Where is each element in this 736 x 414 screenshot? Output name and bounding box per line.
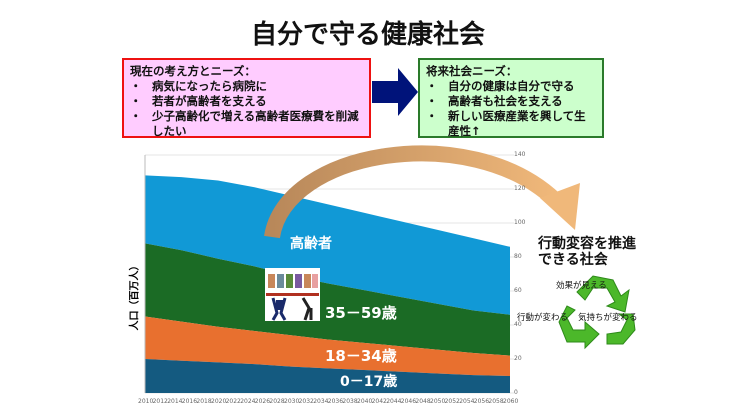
label-35-59: 35－59歳 <box>325 304 397 322</box>
y-tick-label: 120 <box>514 185 526 192</box>
list-item: 少子高齢化で増える高齢者医療費を削減したい <box>130 109 363 139</box>
cycle-top-label: 効果が見える <box>556 281 607 291</box>
label-0-17: 0－17歳 <box>340 374 398 390</box>
elderly-support-illustration <box>265 268 320 321</box>
y-tick-label: 40 <box>514 321 522 328</box>
x-tick-label: 2028 <box>269 398 285 405</box>
x-tick-label: 2018 <box>196 398 212 405</box>
list-item: 高齢者も社会を支える <box>426 94 596 109</box>
list-item: 病気になったら病院に <box>130 79 363 94</box>
x-tick-label: 2012 <box>152 398 168 405</box>
y-tick-label: 0 <box>514 389 518 396</box>
y-tick-label: 140 <box>514 151 526 158</box>
area-series <box>145 243 510 356</box>
x-tick-label: 2058 <box>488 398 504 405</box>
x-tick-label: 2024 <box>240 398 256 405</box>
area-series <box>145 359 510 393</box>
x-tick-label: 2014 <box>167 398 183 405</box>
label-elderly: 高齢者 <box>290 236 332 252</box>
x-tick-label: 2060 <box>503 398 519 405</box>
x-tick-label: 2030 <box>284 398 300 405</box>
page-title: 自分で守る健康社会 <box>250 20 485 50</box>
x-tick-label: 2032 <box>298 398 314 405</box>
y-tick-label: 100 <box>514 219 526 226</box>
current-needs-box: 現在の考え方とニーズ： 病気になったら病院に 若者が高齢者を支える 少子高齢化で… <box>122 58 371 138</box>
x-tick-label: 2026 <box>254 398 271 405</box>
x-tick-label: 2054 <box>459 398 475 405</box>
x-tick-label: 2010 <box>138 398 154 405</box>
goal-line-2: できる社会 <box>538 252 608 268</box>
x-tick-label: 2040 <box>357 398 373 405</box>
y-tick-label: 20 <box>514 355 522 362</box>
x-tick-label: 2050 <box>430 398 446 405</box>
list-item: 新しい医療産業を興して生産性↑ <box>426 109 596 139</box>
x-tick-label: 2042 <box>371 398 387 405</box>
x-tick-label: 2056 <box>473 398 490 405</box>
x-tick-label: 2016 <box>181 398 198 405</box>
future-needs-box: 将来社会ニーズ： 自分の健康は自分で守る 高齢者も社会を支える 新しい医療産業を… <box>418 58 604 138</box>
x-tick-label: 2034 <box>313 398 329 405</box>
label-18-34: 18－34歳 <box>325 347 397 365</box>
x-tick-label: 2052 <box>444 398 460 405</box>
future-needs-heading: 将来社会ニーズ： <box>426 64 518 78</box>
y-tick-label: 80 <box>514 253 522 260</box>
x-tick-label: 2038 <box>342 398 358 405</box>
x-tick-label: 2046 <box>400 398 417 405</box>
cycle-right-label: 気持ちが変わる <box>578 313 638 323</box>
list-item: 自分の健康は自分で守る <box>426 79 596 94</box>
y-tick-label: 60 <box>514 287 522 294</box>
right-arrow-icon <box>372 68 418 116</box>
x-tick-label: 2044 <box>386 398 402 405</box>
x-tick-label: 2020 <box>211 398 227 405</box>
area-series <box>145 175 510 315</box>
x-tick-label: 2048 <box>415 398 431 405</box>
goal-line-1: 行動変容を推進 <box>538 236 636 252</box>
x-tick-label: 2022 <box>225 398 241 405</box>
current-needs-heading: 現在の考え方とニーズ： <box>130 64 256 78</box>
list-item: 若者が高齢者を支える <box>130 94 363 109</box>
area-series <box>145 316 510 376</box>
x-tick-label: 2036 <box>327 398 344 405</box>
recycle-icon <box>558 275 636 350</box>
cycle-left-label: 行動が変わる <box>517 313 569 323</box>
